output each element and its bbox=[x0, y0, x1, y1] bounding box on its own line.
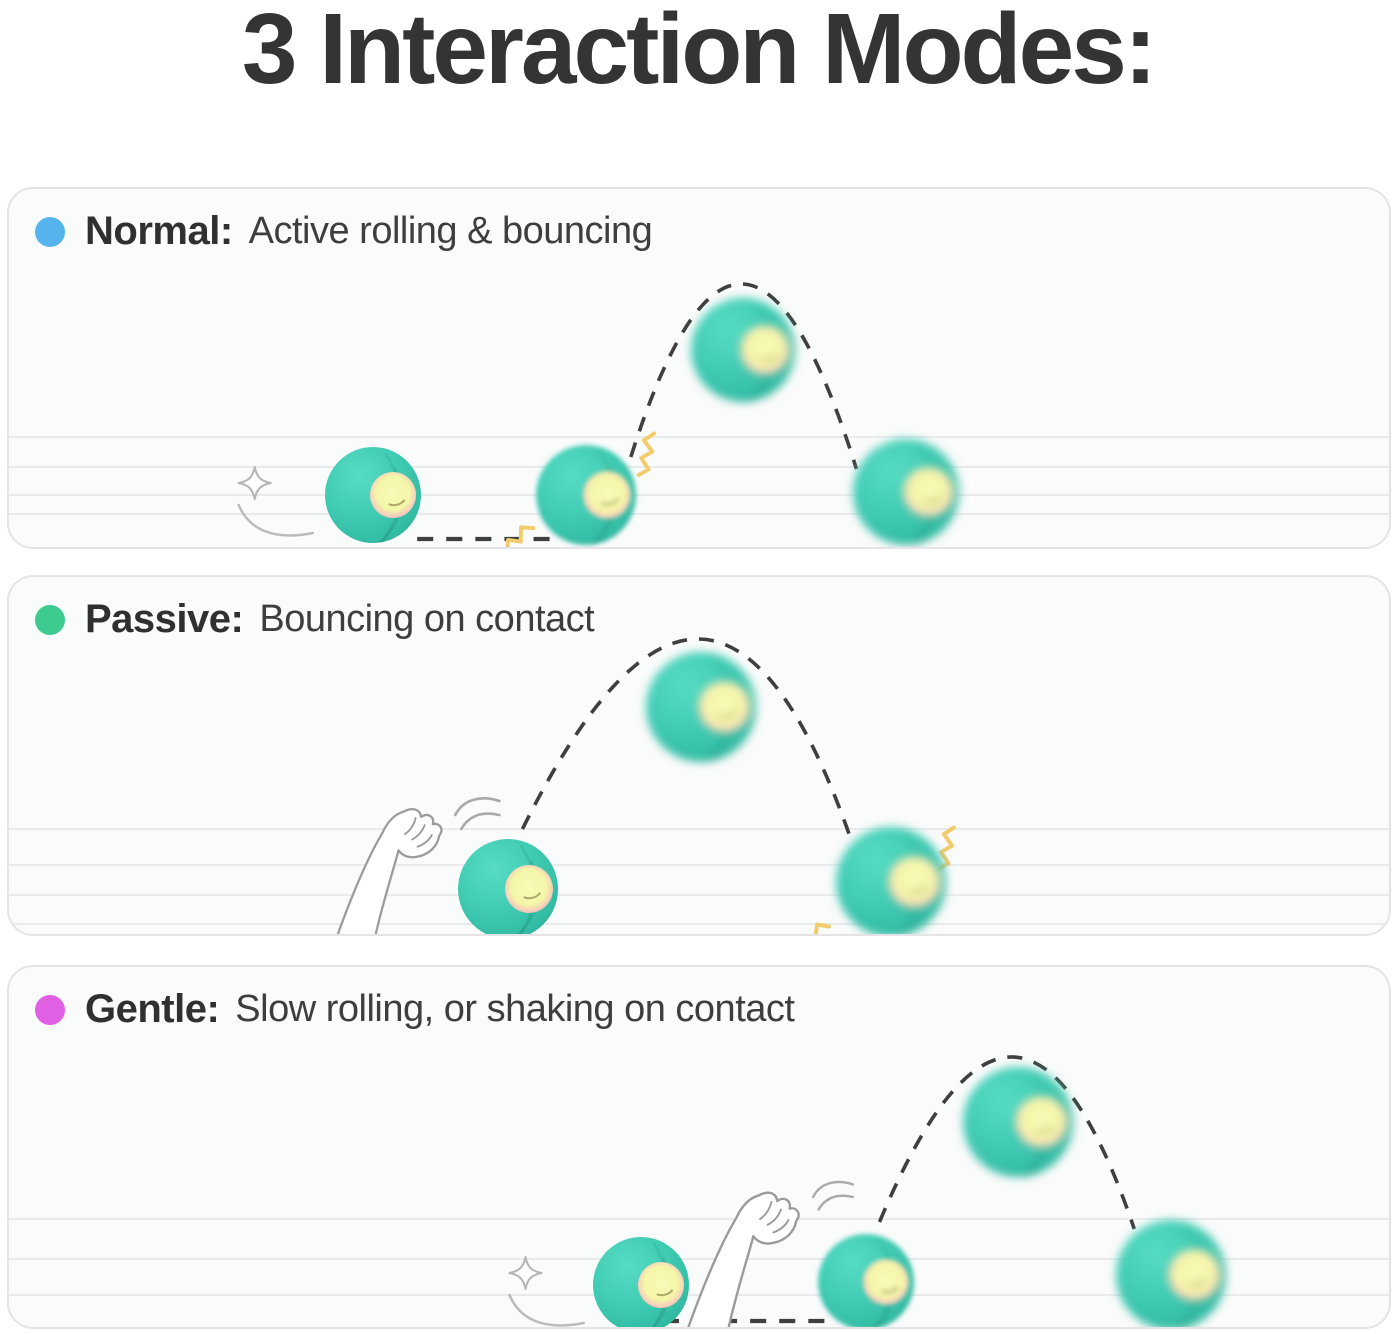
dashed-bounce-arc bbox=[877, 1055, 1136, 1230]
mode-label: Passive: bbox=[85, 597, 244, 641]
smart-ball-blurred bbox=[818, 1234, 914, 1327]
ball-face-light bbox=[638, 1261, 685, 1309]
ball-layer bbox=[9, 189, 1389, 547]
ball-face-light bbox=[902, 466, 954, 518]
mode-label: Gentle: bbox=[85, 987, 220, 1031]
smart-ball bbox=[325, 447, 421, 543]
mode-description: Active rolling & bouncing bbox=[248, 210, 653, 252]
smart-ball-blurred bbox=[536, 445, 636, 545]
mode-label: Normal: bbox=[85, 209, 233, 253]
mode-header: Passive: Bouncing on contact bbox=[35, 597, 595, 642]
ball-layer bbox=[9, 577, 1389, 934]
mode-color-dot bbox=[35, 216, 65, 247]
ball-face-light bbox=[697, 680, 751, 734]
ball-face-light bbox=[739, 325, 790, 375]
smart-ball-blurred bbox=[836, 827, 946, 934]
mode-description: Slow rolling, or shaking on contact bbox=[235, 988, 795, 1030]
mode-description: Bouncing on contact bbox=[259, 598, 595, 640]
mode-header: Normal: Active rolling & bouncing bbox=[35, 209, 653, 254]
scene-canvas bbox=[9, 637, 1389, 934]
smart-ball bbox=[593, 1237, 689, 1327]
dashed-bounce-arc bbox=[629, 282, 859, 470]
mode-panel-gentle: Gentle: Slow rolling, or shaking on cont… bbox=[7, 965, 1391, 1329]
smart-ball-blurred bbox=[853, 439, 959, 545]
smart-ball-blurred bbox=[646, 652, 756, 762]
smart-ball-blurred bbox=[963, 1067, 1073, 1177]
smart-ball-blurred bbox=[691, 298, 795, 402]
smart-ball bbox=[458, 839, 558, 934]
smart-ball-blurred bbox=[1116, 1220, 1226, 1327]
mode-color-dot bbox=[35, 994, 65, 1025]
scene-canvas bbox=[9, 282, 1389, 547]
mode-panel-normal: Normal: Active rolling & bouncing bbox=[7, 187, 1391, 549]
mode-color-dot bbox=[35, 604, 65, 635]
ball-layer bbox=[9, 967, 1389, 1327]
ball-face-light bbox=[370, 471, 417, 519]
ball-face-light bbox=[1167, 1248, 1221, 1302]
page-title: 3 Interaction Modes: bbox=[241, 0, 1157, 105]
mode-header: Gentle: Slow rolling, or shaking on cont… bbox=[35, 987, 795, 1032]
ball-face-light bbox=[583, 471, 631, 519]
mode-panel-passive: Passive: Bouncing on contact bbox=[7, 575, 1391, 936]
ball-face-light bbox=[863, 1258, 910, 1306]
ball-face-light bbox=[1014, 1095, 1068, 1149]
ball-face-light bbox=[887, 855, 941, 909]
dashed-bounce-arc bbox=[520, 637, 852, 836]
ball-face-light bbox=[505, 865, 553, 913]
